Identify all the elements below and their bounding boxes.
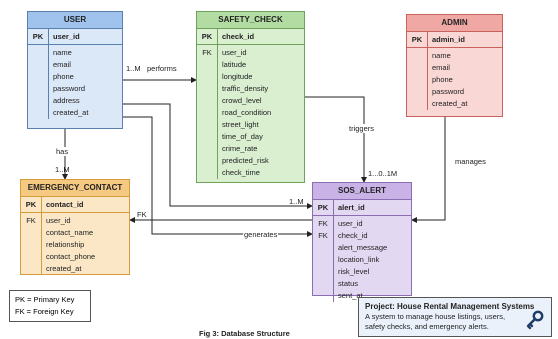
fk-relation-label: FK xyxy=(137,210,147,219)
emergency-contact-pk-field: contact_id xyxy=(41,197,129,212)
admin-title: ADMIN xyxy=(407,15,502,32)
emergency-contact-field: contact_phone xyxy=(46,252,96,261)
user-entity: USER PK user_id name email phone passwor… xyxy=(27,11,123,129)
sos-alert-field: risk_level xyxy=(338,267,370,276)
safety-check-title: SAFETY_CHECK xyxy=(197,12,304,29)
emergency-contact-field: relationship xyxy=(46,240,85,249)
triggers-cardinality: 1...0..1M xyxy=(368,169,398,178)
safety-check-pk-row: PK check_id xyxy=(197,29,304,45)
admin-pk-field: admin_id xyxy=(427,32,502,47)
safety-check-field: longitude xyxy=(222,72,253,81)
sos-alert-field: sent_at xyxy=(338,291,363,300)
emergency-contact-field: contact_name xyxy=(46,228,94,237)
safety-check-entity: SAFETY_CHECK PK check_id FK user_id lati… xyxy=(196,11,305,183)
project-info-box: Project: House Rental Management Systems… xyxy=(358,297,552,337)
admin-field: password xyxy=(432,87,465,96)
generates-line xyxy=(123,116,313,237)
user-pk-row: PK user_id xyxy=(28,29,122,45)
safety-check-field: predicted_risk xyxy=(222,156,269,165)
safety-check-field: crowd_level xyxy=(222,96,262,105)
admin-field: name xyxy=(432,51,451,60)
sos-alert-pk-field: alert_id xyxy=(333,200,411,215)
emergency-contact-title: EMERGENCY_CONTACT xyxy=(21,180,129,197)
manages-label: manages xyxy=(454,157,487,166)
admin-pk-row: PK admin_id xyxy=(407,32,502,48)
legend: PK = Primary Key FK = Foreign Key xyxy=(9,290,91,322)
pk-label: PK xyxy=(201,32,213,41)
sos-alert-field: alert_message xyxy=(338,243,388,252)
sos-alert-field: location_link xyxy=(338,255,380,264)
key-icon xyxy=(526,310,544,330)
generates-label: generates xyxy=(243,230,279,239)
user-field: created_at xyxy=(53,108,89,117)
performs-cardinality: 1..M xyxy=(126,64,141,73)
safety-check-field: crime_rate xyxy=(222,144,258,153)
triggers-label: triggers xyxy=(348,124,376,133)
admin-entity: ADMIN PK admin_id name email phone passw… xyxy=(406,14,503,117)
generates-cardinality: 1..M xyxy=(289,197,304,206)
safety-check-pk-field: check_id xyxy=(217,29,304,44)
has-label: has xyxy=(55,147,70,156)
user-field: email xyxy=(53,60,71,69)
sos-alert-field: check_id xyxy=(338,231,368,240)
sos-alert-field: status xyxy=(338,279,359,288)
fk-label: FK xyxy=(202,48,212,57)
emergency-contact-pk-row: PK contact_id xyxy=(21,197,129,213)
manages-line xyxy=(411,117,446,223)
has-cardinality: 1..M xyxy=(55,165,70,174)
admin-field: email xyxy=(432,63,450,72)
triggers-line xyxy=(305,96,367,183)
project-description: A system to manage house listings, users… xyxy=(365,312,506,331)
user-fields: name email phone password address create… xyxy=(28,45,122,119)
pk-label: PK xyxy=(317,203,329,212)
safety-check-fields: FK user_id latitude longitude traffic_de… xyxy=(197,45,304,179)
project-title: Project: House Rental Management Systems xyxy=(365,302,535,311)
admin-field: created_at xyxy=(432,99,468,108)
pk-label: PK xyxy=(25,200,37,209)
user-sos-line xyxy=(123,103,313,209)
performs-label: performs xyxy=(147,64,177,73)
user-field: address xyxy=(53,96,80,105)
user-title: USER xyxy=(28,12,122,29)
pk-label: PK xyxy=(32,32,44,41)
safety-check-field: street_light xyxy=(222,120,259,129)
emergency-contact-fields: FK user_id contact_name relationship con… xyxy=(21,213,129,275)
sos-alert-field: user_id xyxy=(338,219,363,228)
safety-check-field: latitude xyxy=(222,60,247,69)
user-pk-field: user_id xyxy=(48,29,122,44)
legend-fk: FK = Foreign Key xyxy=(15,307,74,316)
fk-label: FK xyxy=(26,216,36,225)
safety-check-field: traffic_density xyxy=(222,84,269,93)
figure-caption: Fig 3: Database Structure xyxy=(199,329,290,338)
legend-pk: PK = Primary Key xyxy=(15,295,75,304)
user-field: name xyxy=(53,48,72,57)
user-field: phone xyxy=(53,72,74,81)
emergency-contact-field: user_id xyxy=(46,216,71,225)
fk-label: FK xyxy=(318,231,328,240)
sos-alert-fields: FK FK user_id check_id alert_message loc… xyxy=(313,216,411,302)
user-field: password xyxy=(53,84,86,93)
sos-alert-pk-row: PK alert_id xyxy=(313,200,411,216)
sos-alert-title: SOS_ALERT xyxy=(313,183,411,200)
safety-check-field: road_condition xyxy=(222,108,272,117)
safety-check-field: check_time xyxy=(222,168,260,177)
safety-check-field: time_of_day xyxy=(222,132,263,141)
emergency-contact-field: created_at xyxy=(46,264,82,273)
admin-field: phone xyxy=(432,75,453,84)
pk-label: PK xyxy=(411,35,423,44)
emergency-contact-entity: EMERGENCY_CONTACT PK contact_id FK user_… xyxy=(20,179,130,275)
fk-label: FK xyxy=(318,219,328,228)
sos-alert-entity: SOS_ALERT PK alert_id FK FK user_id chec… xyxy=(312,182,412,302)
admin-fields: name email phone password created_at xyxy=(407,48,502,110)
safety-check-field: user_id xyxy=(222,48,247,57)
